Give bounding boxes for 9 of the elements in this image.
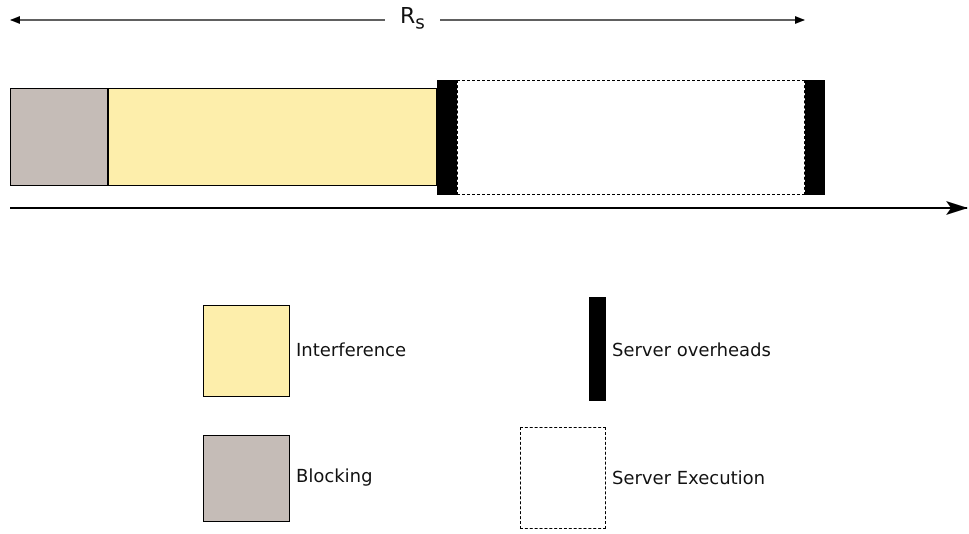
time-segment-box [10, 88, 108, 186]
legend-label: Server Execution [612, 468, 766, 489]
time-segment-box [108, 88, 437, 186]
legend-label: Interference [296, 340, 406, 361]
legend-label: Blocking [296, 466, 373, 487]
overhead-bar [805, 80, 825, 195]
overhead-bar [437, 80, 457, 195]
dimension-label: R$_{s}$ [400, 4, 425, 34]
legend-label: Server overheads [612, 340, 771, 361]
